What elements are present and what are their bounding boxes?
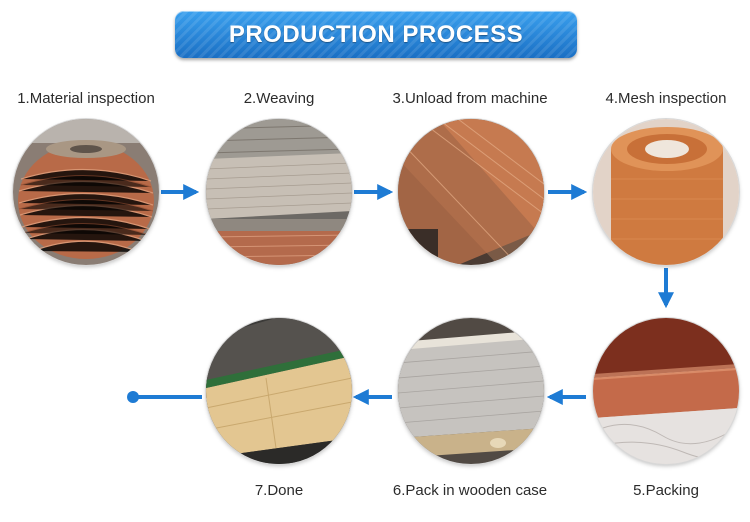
step-label-1: 1.Material inspection (17, 90, 155, 107)
photo-mesh-inspection (593, 119, 739, 265)
step-label-3: 3.Unload from machine (392, 90, 548, 107)
page-title: PRODUCTION PROCESS (228, 20, 524, 48)
photo-packing (593, 318, 739, 464)
photo-done (206, 318, 352, 464)
step-label-5: 5.Packing (633, 482, 699, 499)
photo-wooden-case (398, 318, 544, 464)
photo-weaving (206, 119, 352, 265)
photo-material-inspection (13, 119, 159, 265)
end-dot (127, 391, 139, 403)
step-label-4: 4.Mesh inspection (605, 90, 727, 107)
step-label-6: 6.Pack in wooden case (392, 482, 548, 499)
title-banner: PRODUCTION PROCESS (175, 11, 577, 58)
photo-unload (398, 119, 544, 265)
step-label-2: 2.Weaving (243, 90, 315, 107)
step-label-7: 7.Done (254, 482, 304, 499)
